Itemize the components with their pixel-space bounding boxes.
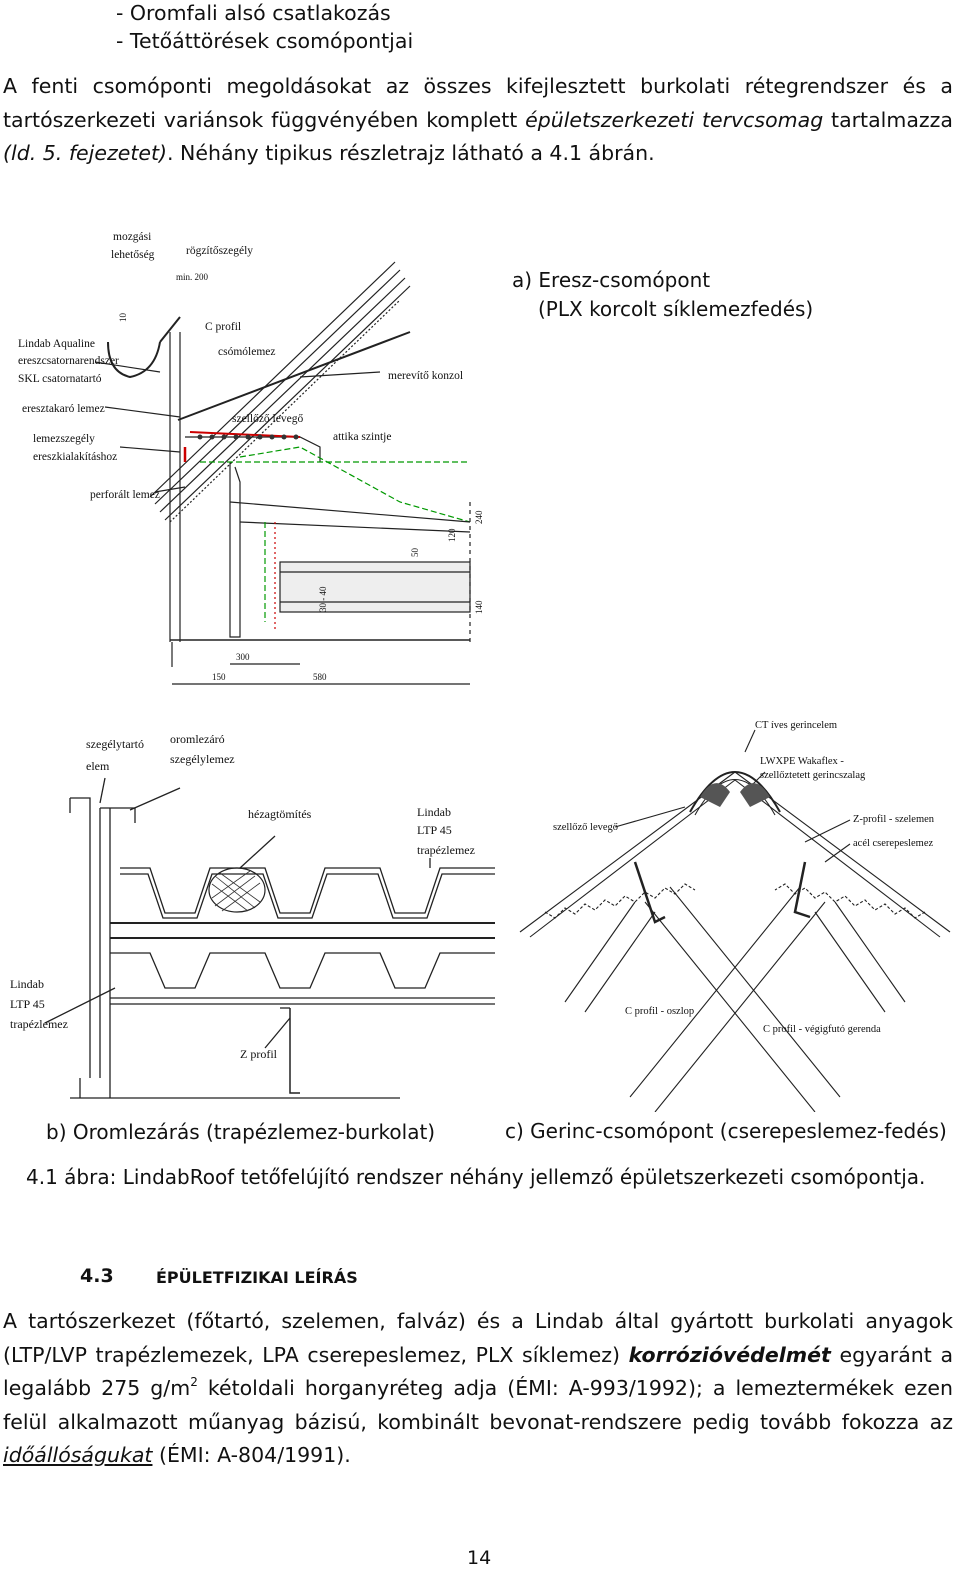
label: LWXPE Wakaflex - xyxy=(760,756,844,767)
figure-caption: 4.1 ábra: LindabRoof tetőfelújító rendsz… xyxy=(26,1165,926,1189)
label: csómólemez xyxy=(218,346,275,358)
label: elem xyxy=(86,759,110,773)
label: mozgási xyxy=(113,231,151,243)
body-line: A tartószerkezet (főtartó, szelemen, fal… xyxy=(3,1309,953,1333)
label: merevítő konzol xyxy=(388,370,463,382)
figure-a-subtitle: (PLX korcolt síklemezfedés) xyxy=(538,297,814,321)
label: C profil xyxy=(205,321,241,333)
body-line: legalább 275 g/m2 kétoldali horganyréteg… xyxy=(3,1375,953,1400)
section-title: ÉPÜLETFIZIKAI LEÍRÁS xyxy=(156,1268,358,1287)
label: hézagtömítés xyxy=(248,807,312,821)
intro-line: A fenti csomóponti megoldásokat az össze… xyxy=(3,74,953,98)
ridge-detail-drawing: CT íves gerincelem LWXPE Wakaflex - szel… xyxy=(519,720,951,1112)
label: CT íves gerincelem xyxy=(755,720,837,731)
body-line: időállóságukat (ÉMI: A-804/1991). xyxy=(3,1443,351,1467)
bullet-item: - Oromfali alsó csatlakozás xyxy=(116,1,391,25)
figure-a-title: a) Eresz-csomópont xyxy=(512,268,711,292)
label: Lindab Aqualine xyxy=(18,338,95,350)
dimension-label: 140 xyxy=(474,600,484,614)
intro-line: (ld. 5. fejezetet). Néhány tipikus részl… xyxy=(3,141,655,165)
emphasis: épületszerkezeti tervcsomag xyxy=(525,107,824,132)
label: szellőztetett gerincszalag xyxy=(760,770,866,781)
gable-closure-drawing: szegélytartó elem oromlezáró szegélyleme… xyxy=(10,732,495,1099)
emphasis: időállóságukat xyxy=(3,1443,153,1467)
dimension-label: 300 xyxy=(236,652,250,662)
figure-b-caption: b) Oromlezárás (trapézlemez-burkolat) xyxy=(46,1120,436,1144)
dimension-label: 580 xyxy=(313,672,327,682)
bullet-item: - Tetőáttörések csomópontjai xyxy=(116,29,414,53)
label: SKL csatornatartó xyxy=(18,373,102,385)
label: lemezszegély xyxy=(33,433,95,445)
label: szegélylemez xyxy=(170,752,235,766)
superscript: 2 xyxy=(190,1375,198,1389)
intro-line: tartószerkezeti variánsok függvényében k… xyxy=(3,107,953,132)
dimension-label: 30 - 40 xyxy=(318,586,328,612)
page-number: 14 xyxy=(467,1547,492,1569)
label: Z profil xyxy=(240,1047,278,1061)
figure-c-caption: c) Gerinc-csomópont (cserepeslemez-fedés… xyxy=(505,1119,947,1143)
label: lehetőség xyxy=(111,249,155,261)
label: trapézlemez xyxy=(10,1017,68,1031)
label: Lindab xyxy=(10,977,44,991)
label: LTP 45 xyxy=(10,997,45,1011)
label: perforált lemez xyxy=(90,489,160,501)
label: ereszkialakításhoz xyxy=(33,451,117,463)
label: trapézlemez xyxy=(417,843,475,857)
eaves-detail-drawing: mozgási lehetőség rögzítőszegély min. 20… xyxy=(18,231,484,685)
label: C profil - oszlop xyxy=(625,1006,694,1017)
dimension-label: 10 xyxy=(118,313,128,323)
emphasis: korrózióvédelmét xyxy=(628,1342,831,1367)
label: ereszcsatornarendszer xyxy=(18,355,119,367)
label: Lindab xyxy=(417,805,451,819)
section-number: 4.3 xyxy=(80,1265,114,1287)
emphasis: (ld. 5. fejezetet) xyxy=(3,141,168,165)
body-paragraph: A tartószerkezet (főtartó, szelemen, fal… xyxy=(3,1305,953,1473)
label: rögzítőszegély xyxy=(186,245,253,257)
label: szellőző levegő xyxy=(232,413,303,425)
dimension-label: 150 xyxy=(212,672,226,682)
dimension-label: 120 xyxy=(447,528,457,542)
label: attika szintje xyxy=(333,431,391,443)
label: acél cserepeslemez xyxy=(853,838,933,849)
label: LTP 45 xyxy=(417,823,452,837)
label: szegélytartó xyxy=(86,737,144,751)
dimension-label: 50 xyxy=(410,548,420,558)
dimension-label: 240 xyxy=(474,510,484,524)
label: eresztakaró lemez xyxy=(22,403,105,415)
intro-paragraph: A fenti csomóponti megoldásokat az össze… xyxy=(3,70,953,171)
label: min. 200 xyxy=(176,272,209,282)
body-line: (LTP/LVP trapézlemezek, LPA cserepesleme… xyxy=(3,1342,954,1367)
label: C profil - végigfutó gerenda xyxy=(763,1024,881,1035)
label: oromlezáró xyxy=(170,732,225,746)
body-line: felül alkalmazott műanyag bázisú, kombin… xyxy=(3,1409,953,1434)
label: szellőző levegő xyxy=(553,822,618,833)
label: Z-profil - szelemen xyxy=(853,814,935,825)
